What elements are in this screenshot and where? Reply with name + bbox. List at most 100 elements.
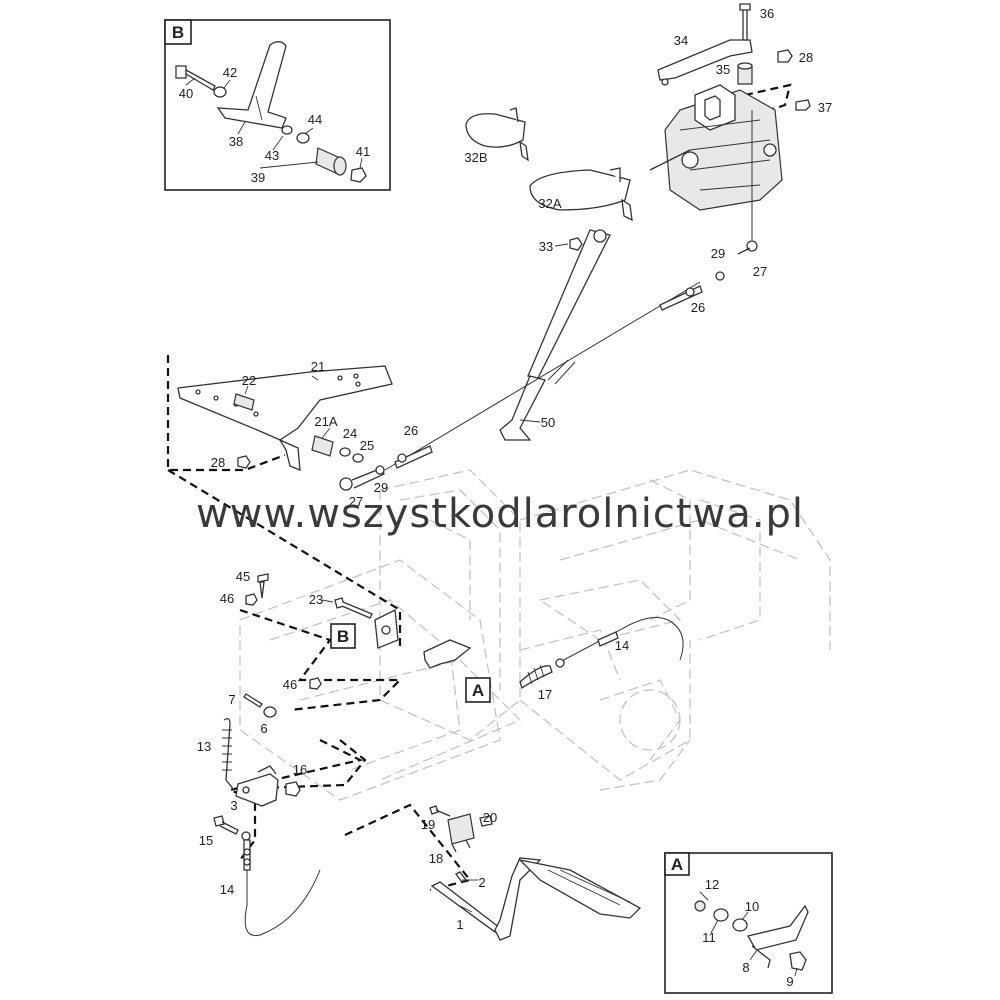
label-26-mid: 26	[404, 423, 418, 438]
pedal-pad-32a	[529, 167, 633, 222]
label-35: 35	[716, 62, 730, 77]
bolt-15	[213, 815, 239, 835]
label-29-mid: 29	[374, 480, 388, 495]
nut-28-top	[777, 49, 793, 63]
nut-37	[795, 99, 811, 111]
bracket-plate	[374, 608, 472, 669]
label-36: 36	[760, 6, 774, 21]
label-7: 7	[228, 692, 235, 707]
nut-28	[237, 455, 251, 469]
label-20: 20	[483, 810, 497, 825]
label-11: 11	[702, 930, 716, 945]
label-3: 3	[230, 798, 237, 813]
label-13: 13	[197, 739, 211, 754]
label-43: 43	[265, 148, 279, 163]
label-16: 16	[293, 762, 307, 777]
label-38: 38	[229, 134, 243, 149]
label-17: 17	[538, 687, 552, 702]
label-15: 15	[199, 833, 213, 848]
label-14-lower: 14	[220, 882, 234, 897]
arm-50	[499, 229, 611, 441]
label-12: 12	[705, 877, 719, 892]
label-19: 19	[421, 817, 435, 832]
label-8: 8	[742, 960, 749, 975]
part-number-labels: 40 42 38 43 44 39 41 36 34 28 35 37 32B …	[179, 6, 832, 989]
label-39: 39	[251, 170, 265, 185]
label-23: 23	[309, 592, 323, 607]
label-21a: 21A	[314, 414, 337, 429]
rod-end-27	[339, 467, 385, 491]
lever-3	[235, 765, 279, 807]
assembly-leader-lines	[166, 83, 792, 892]
callout-a-letter: A	[472, 681, 484, 700]
bolt-23	[321, 597, 373, 619]
nut-41	[350, 167, 367, 183]
label-32b: 32B	[464, 150, 487, 165]
label-22: 22	[242, 373, 256, 388]
label-34: 34	[674, 33, 688, 48]
label-6: 6	[260, 721, 267, 736]
label-10: 10	[745, 899, 759, 914]
detail-box-b-letter: B	[172, 23, 184, 42]
label-18: 18	[429, 851, 443, 866]
label-44: 44	[308, 112, 322, 127]
label-24: 24	[343, 426, 357, 441]
label-28-mid: 28	[211, 455, 225, 470]
callout-b-letter: B	[337, 627, 349, 646]
label-2: 2	[478, 875, 485, 890]
label-46-mid: 46	[283, 677, 297, 692]
rod-27-top	[737, 110, 758, 255]
detail-box-a: A	[664, 852, 833, 994]
label-28-top: 28	[799, 50, 813, 65]
label-45: 45	[236, 569, 250, 584]
switch-18	[429, 805, 493, 853]
callout-b[interactable]: B	[330, 623, 356, 649]
label-37: 37	[818, 100, 832, 115]
label-27-top: 27	[753, 264, 767, 279]
label-9: 9	[786, 974, 793, 989]
label-26-top: 26	[691, 300, 705, 315]
nut-16	[285, 781, 301, 797]
pedal-1	[430, 857, 642, 941]
bracket-34	[657, 39, 753, 86]
label-41: 41	[356, 144, 370, 159]
nut-46	[245, 593, 322, 690]
pin-2	[455, 871, 478, 883]
detail-box-a-letter: A	[671, 855, 683, 874]
detail-box-b: B	[164, 19, 391, 191]
nut-33	[554, 237, 583, 251]
callout-a[interactable]: A	[465, 677, 491, 703]
cable-14-lower	[241, 831, 321, 937]
cable-26	[375, 271, 725, 475]
pedal-pad-32b	[465, 107, 529, 162]
label-33: 33	[539, 239, 553, 254]
label-50: 50	[541, 415, 555, 430]
pin-7	[243, 693, 263, 708]
label-21: 21	[311, 359, 325, 374]
bolt-9	[789, 951, 807, 971]
label-32a: 32A	[538, 196, 561, 211]
spring-17	[519, 664, 553, 690]
washer-6	[263, 706, 277, 718]
label-27-mid: 27	[349, 494, 363, 509]
label-46-top: 46	[220, 591, 234, 606]
label-40: 40	[179, 86, 193, 101]
bolt-36	[739, 3, 751, 41]
bolt-40	[175, 65, 216, 91]
label-29-top: 29	[711, 246, 725, 261]
label-25: 25	[360, 438, 374, 453]
cable-14-upper	[555, 617, 684, 668]
spacer-35	[737, 62, 753, 85]
injection-pump	[649, 84, 783, 211]
bolt-45	[257, 573, 269, 599]
label-14-upper: 14	[615, 638, 629, 653]
pedal-lever-38	[216, 41, 287, 129]
bushing-21a	[311, 427, 364, 463]
label-1: 1	[456, 917, 463, 932]
watermark-url: www.wszystkodlarolnictwa.pl	[196, 491, 804, 537]
spring-13	[222, 718, 235, 791]
foot-pedal-21	[177, 365, 393, 471]
label-42: 42	[223, 65, 237, 80]
